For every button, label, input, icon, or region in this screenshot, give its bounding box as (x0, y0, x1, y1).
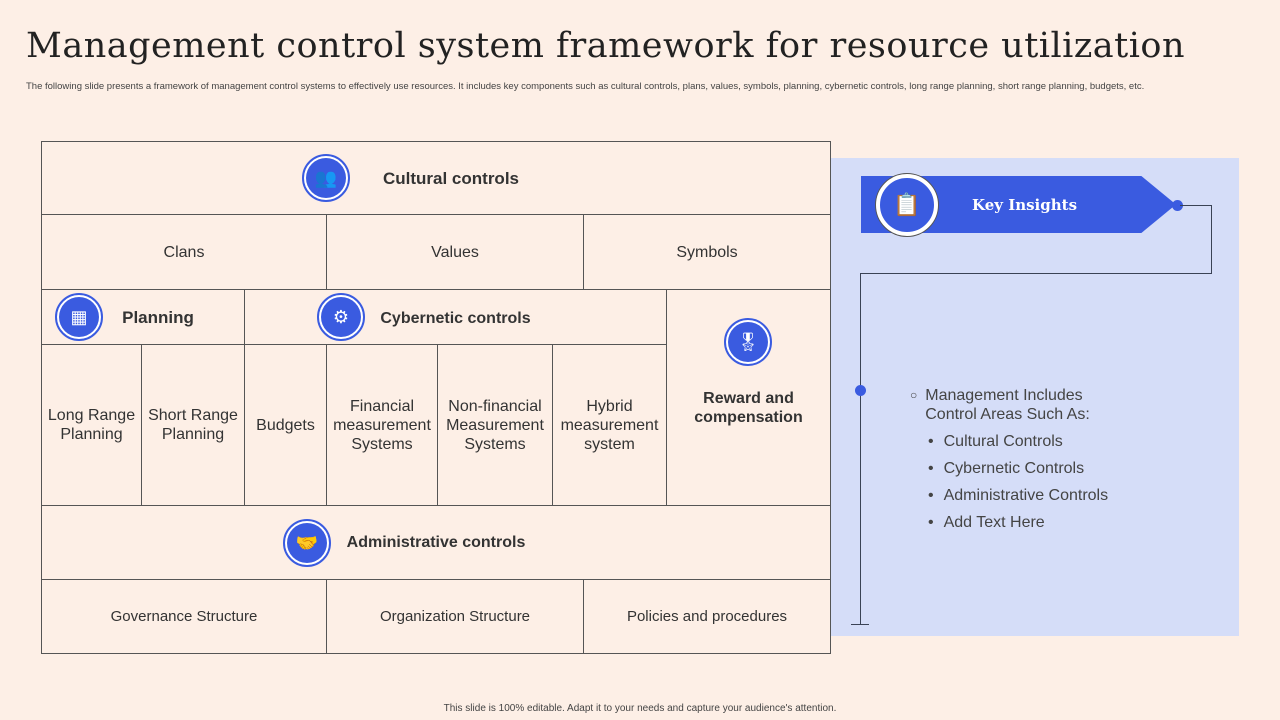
cell-budgets: Budgets (244, 344, 327, 506)
cell-hybrid: Hybrid measurement system (552, 344, 667, 506)
insights-panel (831, 158, 1239, 636)
cell-policies: Policies and procedures (583, 579, 831, 654)
hand-people-icon: 🤝 (283, 519, 331, 567)
insights-list: ○Management Includes Control Areas Such … (910, 386, 1108, 540)
cell-symbols: Symbols (583, 214, 831, 290)
planning-label: Planning (122, 307, 194, 327)
cell-long-range: Long Range Planning (41, 344, 142, 506)
key-insights-title: Key Insights (972, 196, 1078, 214)
connector-base (851, 624, 869, 625)
cybernetic-label: Cybernetic controls (380, 310, 531, 327)
user-gear-icon: ⚙ (317, 293, 365, 341)
connector-line (860, 273, 1212, 274)
award-ribbon-icon: 🎖 (724, 318, 772, 366)
insight-item: Administrative Controls (928, 486, 1109, 505)
cell-nonfinancial: Non-financial Measurement Systems (437, 344, 553, 506)
insight-item: Add Text Here (928, 513, 1108, 532)
administrative-header: Administrative controls (41, 505, 831, 580)
insights-lead: ○Management Includes Control Areas Such … (910, 387, 1090, 423)
notebook-icon: 📋 (876, 174, 938, 236)
cultural-controls-label: Cultural controls (382, 168, 519, 188)
connector-dot (855, 385, 866, 396)
page-subtitle: The following slide presents a framework… (26, 81, 1145, 92)
cybernetic-header: Cybernetic controls (244, 289, 667, 345)
page-title: Management control system framework for … (26, 26, 1186, 66)
footer-note: This slide is 100% editable. Adapt it to… (443, 703, 837, 714)
connector-dot (1172, 200, 1183, 211)
insight-item: Cultural Controls (928, 432, 1108, 451)
cell-short-range: Short Range Planning (141, 344, 245, 506)
plan-board-icon: ▦ (55, 293, 103, 341)
connector-line (860, 273, 861, 625)
cell-clans: Clans (41, 214, 327, 290)
cultural-controls-header: Cultural controls (41, 141, 831, 215)
insight-item: Cybernetic Controls (928, 459, 1108, 478)
cell-organization: Organization Structure (326, 579, 584, 654)
cell-governance: Governance Structure (41, 579, 327, 654)
connector-line (1180, 205, 1212, 206)
connector-line (1211, 205, 1212, 273)
cell-values: Values (326, 214, 584, 290)
cell-financial: Financial measurement Systems (326, 344, 438, 506)
administrative-label: Administrative controls (346, 534, 526, 551)
people-icon: 👥 (302, 154, 350, 202)
